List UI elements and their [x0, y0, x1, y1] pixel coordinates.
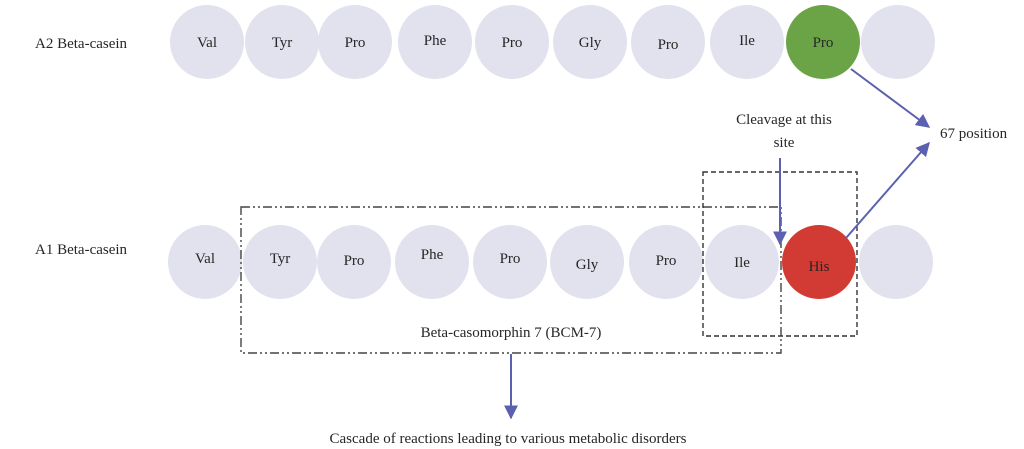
- a1-residue-pro: Pro: [317, 225, 391, 299]
- residue-label: Pro: [500, 251, 521, 267]
- residue-circle: [398, 5, 472, 79]
- residue-circle: [629, 225, 703, 299]
- a2-residue-tyr: Tyr: [245, 5, 319, 79]
- residue-circle: [782, 225, 856, 299]
- bcm7-region-box: [240, 206, 782, 354]
- a1-residue-tyr: Tyr: [243, 225, 317, 299]
- residue-circle: [859, 225, 933, 299]
- a1-residue-gly: Gly: [550, 225, 624, 299]
- residue-circle: [553, 5, 627, 79]
- cleavage-label-line1: Cleavage at this: [736, 112, 832, 128]
- a2-residue-gly: Gly: [553, 5, 627, 79]
- residue-circle: [317, 225, 391, 299]
- outcome-label: Cascade of reactions leading to various …: [330, 431, 687, 447]
- residue-circle: [631, 5, 705, 79]
- a2-to-position-arrow: [850, 68, 931, 128]
- residue-circle: [861, 5, 935, 79]
- residue-circle: [550, 225, 624, 299]
- residue-label: Tyr: [270, 251, 291, 267]
- residue-circle: [710, 5, 784, 79]
- a1-residue-ile: Ile: [705, 225, 779, 299]
- a2-residue-phe: Phe: [398, 5, 472, 79]
- a2-row-label: A2 Beta-casein: [35, 36, 128, 52]
- a2-residue-chain: Val Tyr Pro Phe Pro Gly Pro Ile Pro: [170, 5, 935, 79]
- residue-label: Gly: [579, 35, 602, 51]
- residue-circle: [786, 5, 860, 79]
- residue-label: Tyr: [272, 35, 293, 51]
- bcm7-label: Beta-casomorphin 7 (BCM-7): [421, 325, 602, 341]
- a1-to-position-arrow: [845, 141, 930, 239]
- cleavage-label-line2: site: [774, 135, 795, 151]
- residue-label: His: [809, 259, 830, 275]
- a2-residue-pro: Pro: [631, 5, 705, 79]
- residue-label: Phe: [421, 247, 444, 263]
- residue-circle: [705, 225, 779, 299]
- residue-label: Val: [195, 251, 215, 267]
- residue-label: Gly: [576, 257, 599, 273]
- residue-circle: [168, 225, 242, 299]
- residue-label: Pro: [502, 35, 523, 51]
- a1-residue-phe: Phe: [395, 225, 469, 299]
- a1-residue-pro: Pro: [473, 225, 547, 299]
- a2-residue-pro: Pro: [786, 5, 860, 79]
- residue-label: Pro: [345, 35, 366, 51]
- a1-row-label: A1 Beta-casein: [35, 242, 128, 258]
- a2-residue-blank: [861, 5, 935, 79]
- residue-circle: [475, 5, 549, 79]
- residue-circle: [395, 225, 469, 299]
- residue-label: Ile: [739, 33, 755, 49]
- a2-residue-val: Val: [170, 5, 244, 79]
- a1-residue-his: His: [782, 225, 856, 299]
- residue-circle: [245, 5, 319, 79]
- a1-residue-pro: Pro: [629, 225, 703, 299]
- residue-label: Pro: [656, 253, 677, 269]
- residue-label: Pro: [658, 37, 679, 53]
- residue-circle: [243, 225, 317, 299]
- position-label: 67 position: [940, 126, 1008, 142]
- residue-label: Pro: [344, 253, 365, 269]
- residue-label: Phe: [424, 33, 447, 49]
- residue-label: Ile: [734, 255, 750, 271]
- residue-circle: [318, 5, 392, 79]
- residue-circle: [473, 225, 547, 299]
- residue-circle: [170, 5, 244, 79]
- residue-label: Val: [197, 35, 217, 51]
- a2-residue-ile: Ile: [710, 5, 784, 79]
- a2-residue-pro: Pro: [318, 5, 392, 79]
- a2-residue-pro: Pro: [475, 5, 549, 79]
- a1-residue-val: Val: [168, 225, 242, 299]
- residue-label: Pro: [813, 35, 834, 51]
- a1-residue-chain: Val Tyr Pro Phe Pro Gly Pro Ile His: [168, 225, 933, 299]
- a1-residue-blank: [859, 225, 933, 299]
